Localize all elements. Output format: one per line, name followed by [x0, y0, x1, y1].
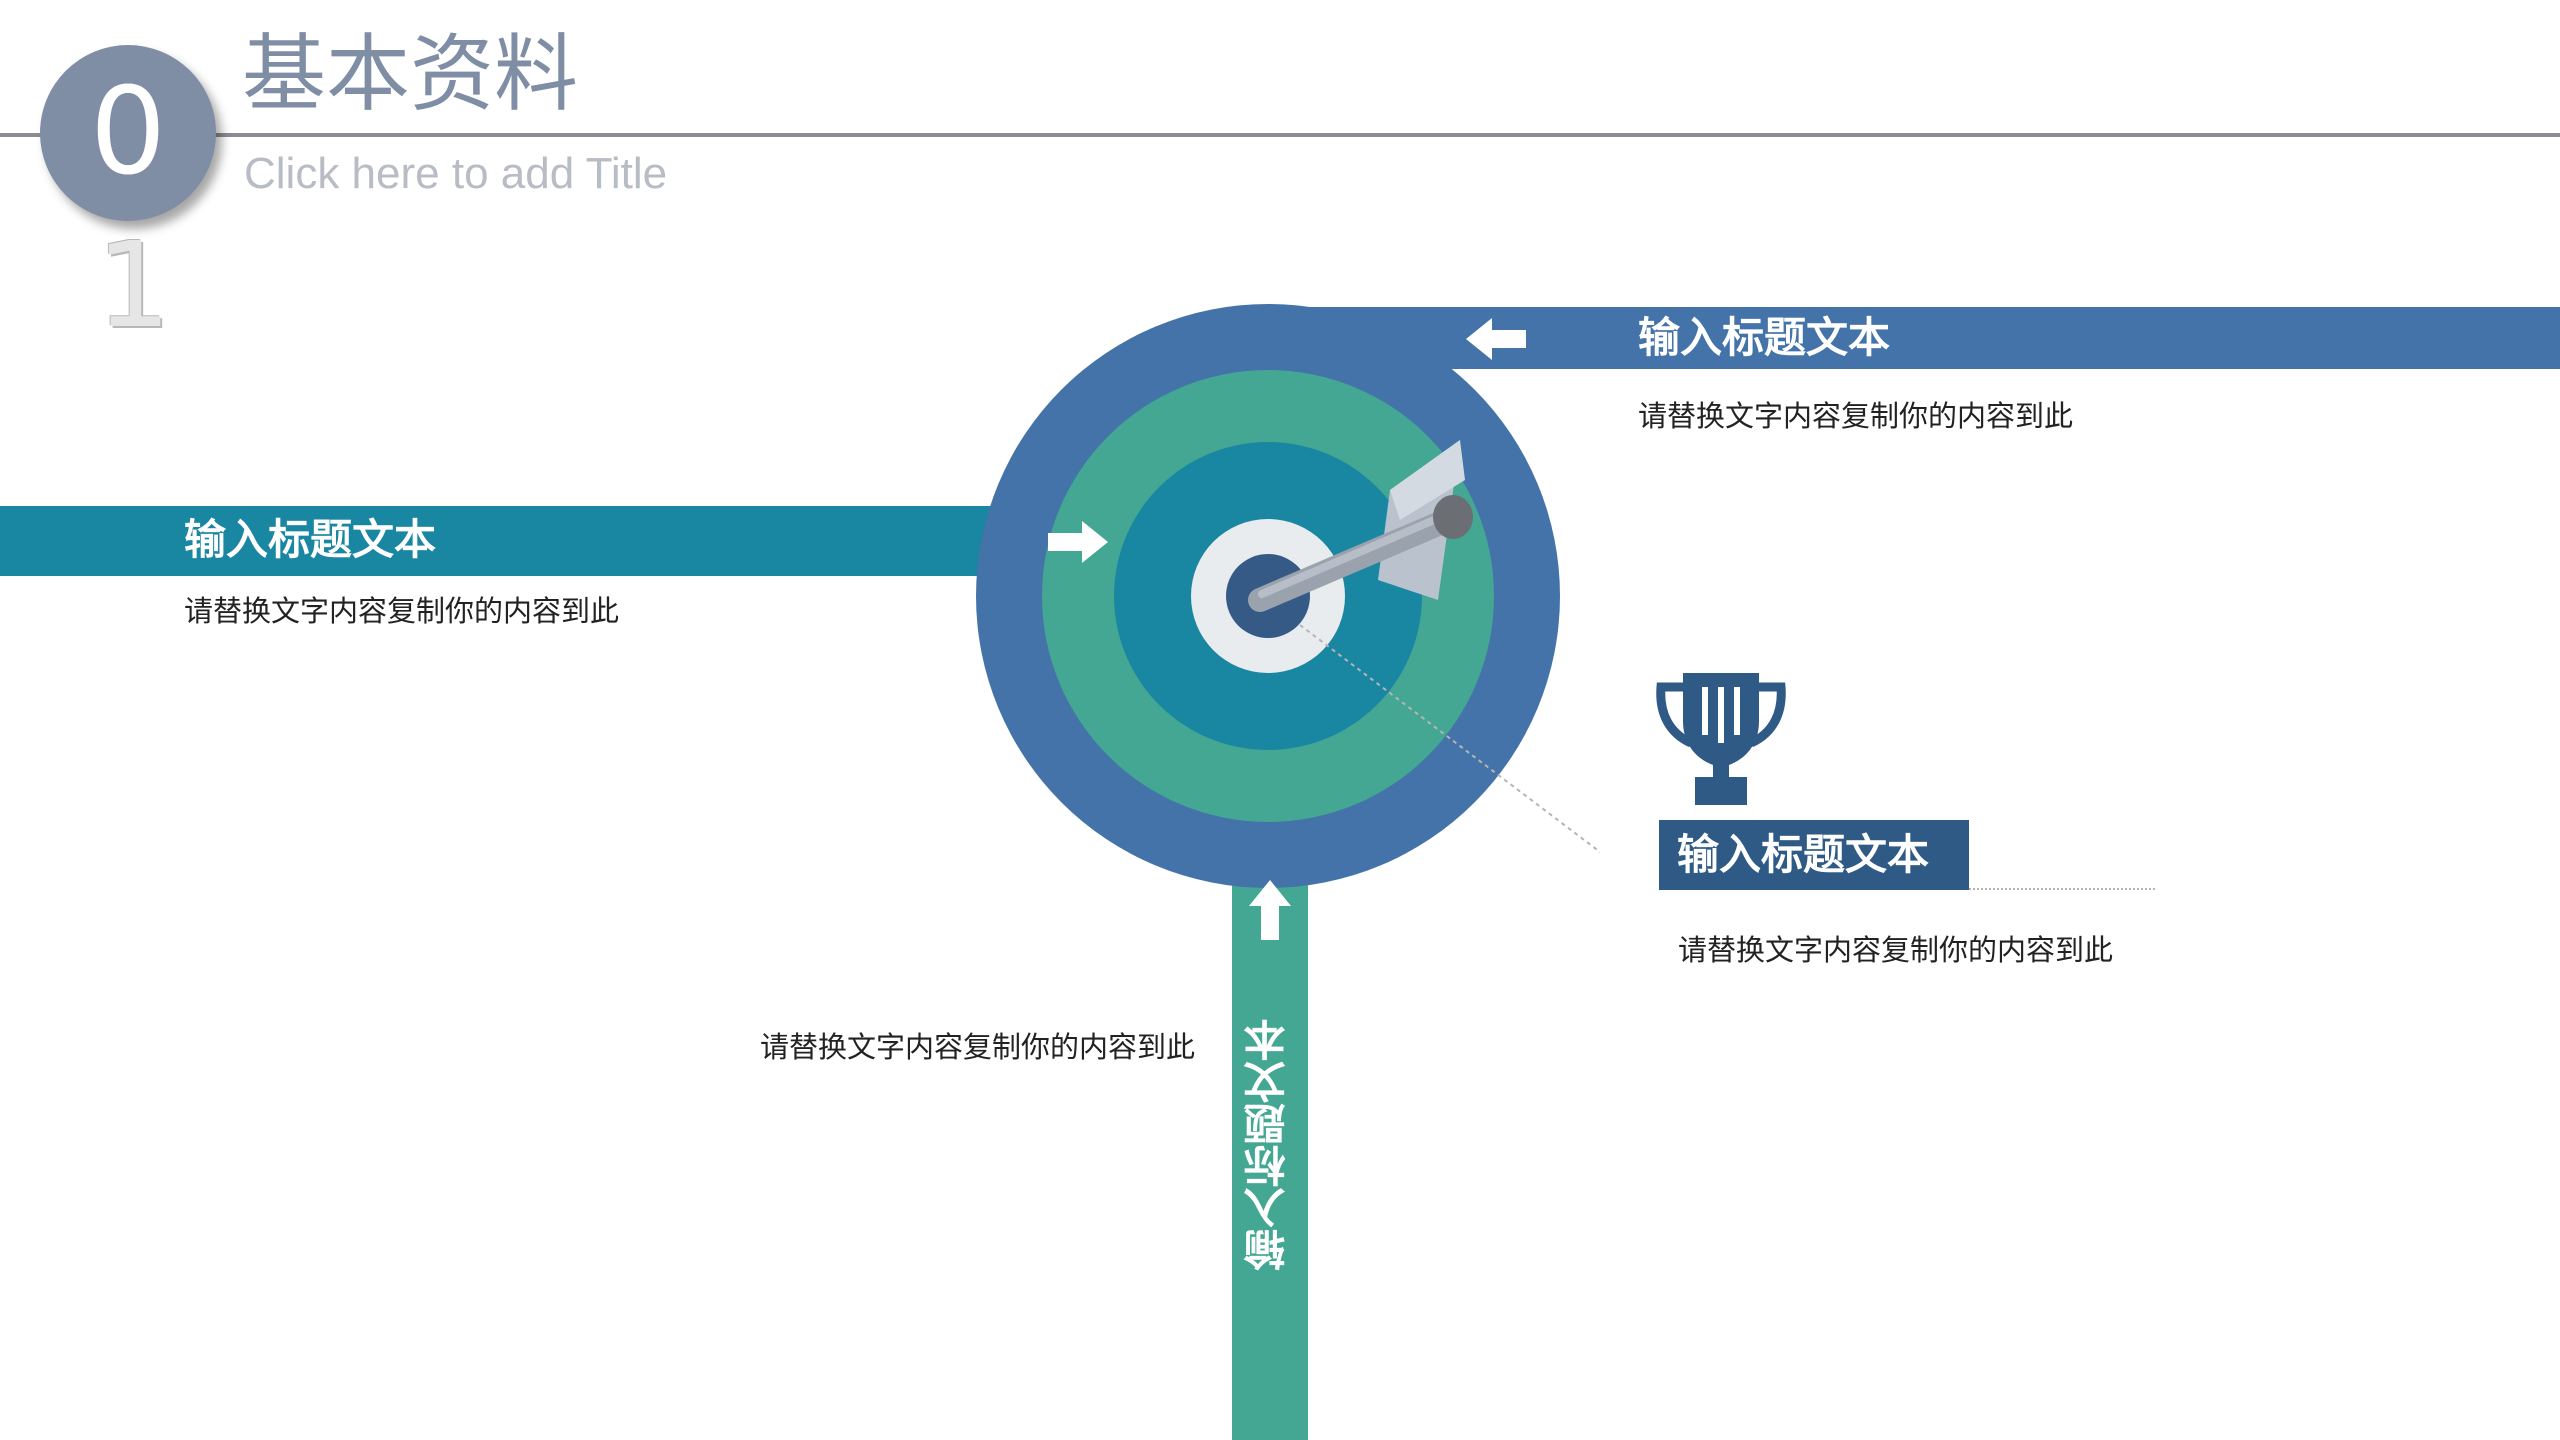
dart-icon [1248, 440, 1473, 612]
section-number-second-digit: 1 [96, 216, 172, 354]
trophy-icon [1656, 673, 1786, 805]
page-title[interactable]: 基本资料 [242, 25, 579, 123]
section-number-badge: 0 [40, 45, 216, 221]
top-right-callout-text[interactable]: 请替换文字内容复制你的内容到此 [1638, 399, 2074, 433]
header-divider [0, 133, 2560, 137]
right-callout-underline [1969, 888, 2155, 890]
arrow-left-icon [1466, 318, 1526, 360]
bottom-callout-text[interactable]: 请替换文字内容复制你的内容到此 [760, 1030, 1196, 1064]
left-callout-title[interactable]: 输入标题文本 [184, 515, 437, 564]
bottom-callout-title[interactable]: 输入标题文本 [1243, 1019, 1292, 1271]
arrow-right-icon [1048, 521, 1108, 563]
page-subtitle[interactable]: Click here to add Title [244, 149, 668, 198]
arrow-up-icon [1249, 880, 1291, 940]
top-right-callout-title[interactable]: 输入标题文本 [1638, 313, 1891, 362]
right-callout-title[interactable]: 输入标题文本 [1659, 820, 1969, 890]
right-callout-text[interactable]: 请替换文字内容复制你的内容到此 [1678, 933, 2114, 967]
left-callout-text[interactable]: 请替换文字内容复制你的内容到此 [184, 594, 620, 628]
